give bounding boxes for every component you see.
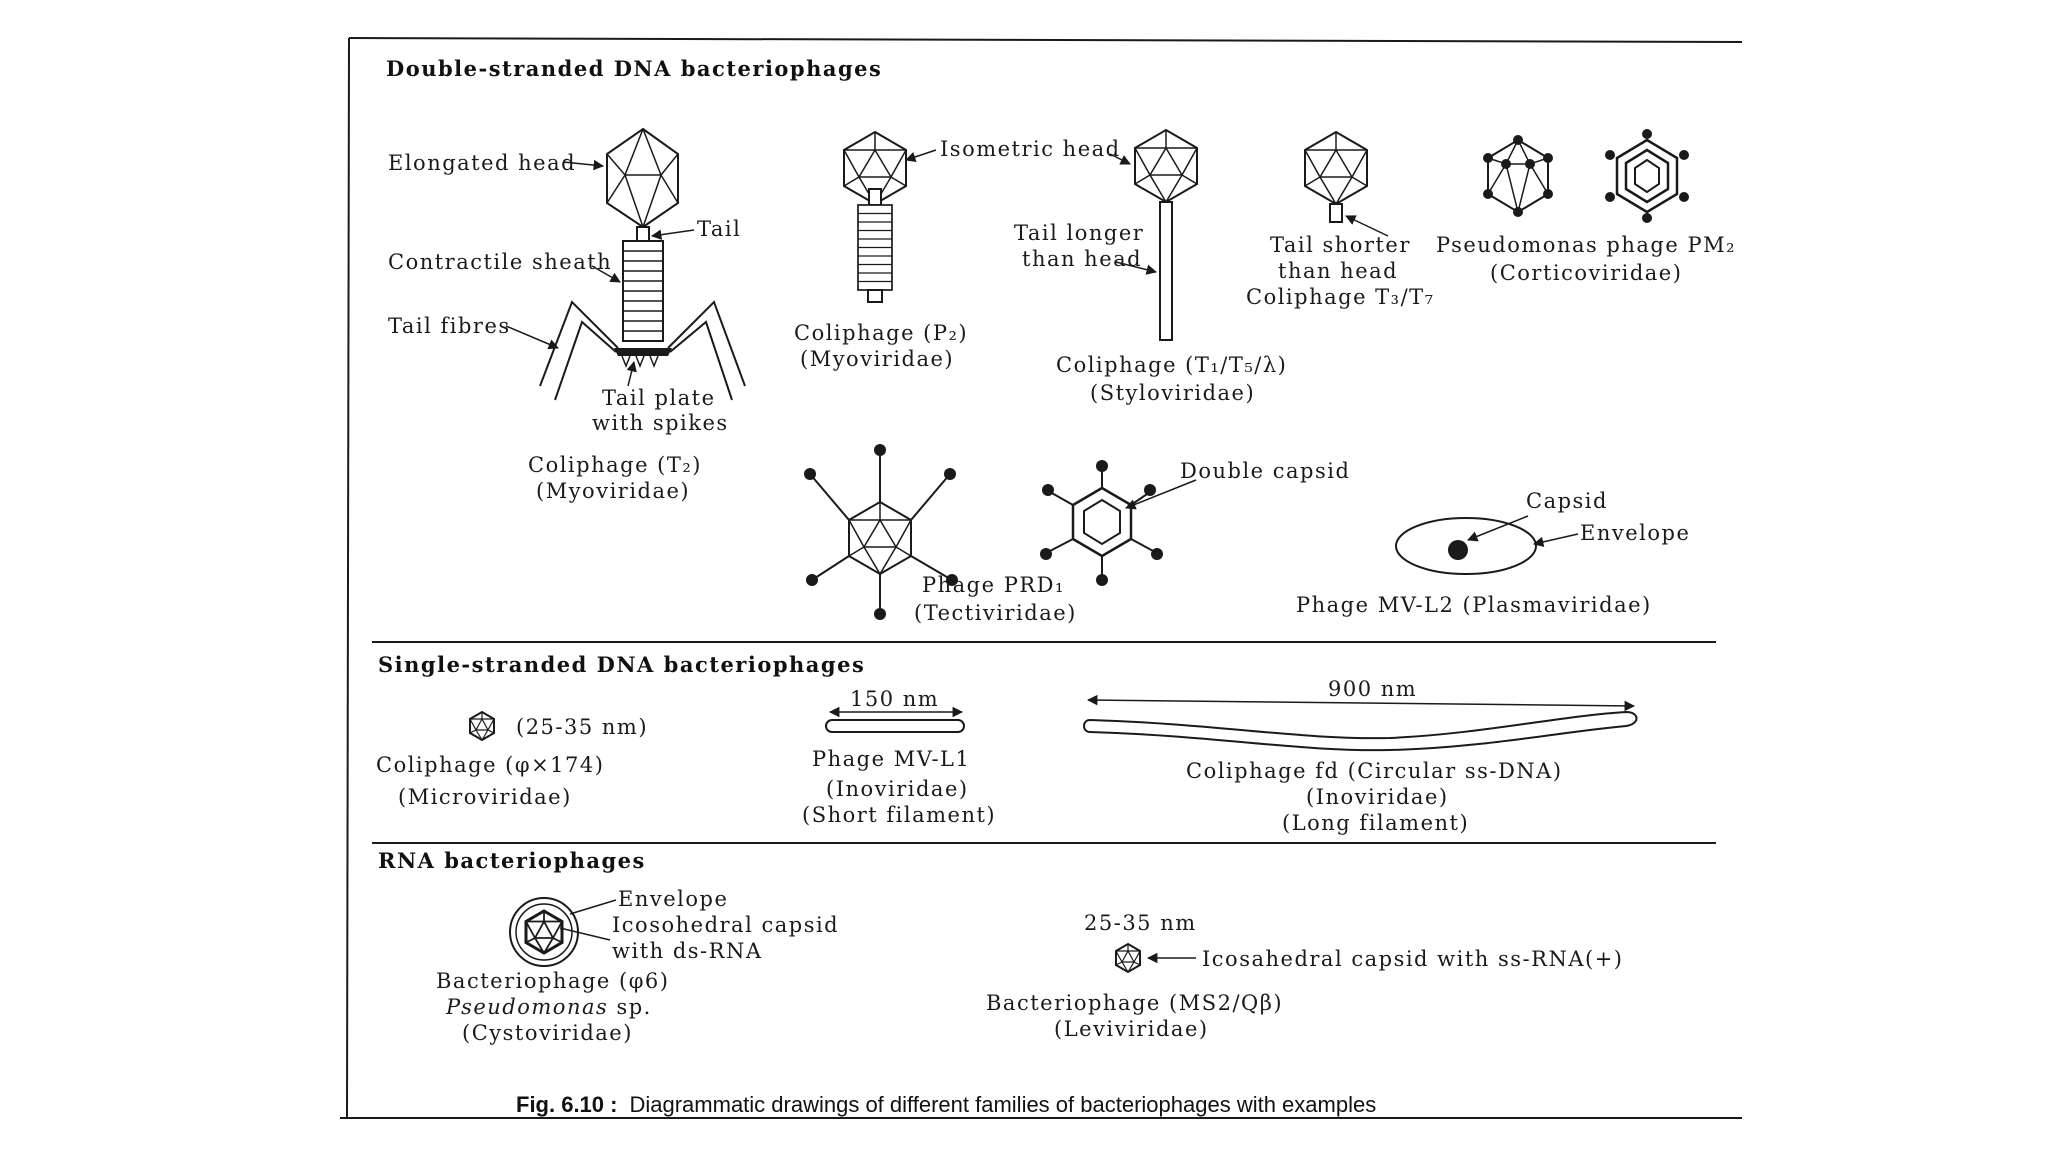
phi6-name: Bacteriophage (φ6) — [436, 969, 669, 993]
mvl2-name: Phage MV-L2 (Plasmaviridae) — [1296, 593, 1652, 617]
double-capsid-drawing — [1040, 460, 1163, 586]
label-phi6-envelope: Envelope — [618, 887, 728, 911]
fd-length: 900 nm — [1328, 677, 1417, 701]
t2-phage-drawing — [539, 127, 746, 401]
figure-frame — [340, 37, 1743, 1119]
phi6-species: Pseudomonas sp. — [445, 995, 652, 1019]
label-tail-shorter: Tail shorter — [1270, 233, 1411, 257]
pm2-name: Pseudomonas phage PM₂ — [1436, 233, 1736, 257]
section-header-ss-dna: Single-stranded DNA bacteriophages — [378, 652, 865, 677]
prd1-name: Phage PRD₁ — [922, 573, 1065, 597]
ms2-name: Bacteriophage (MS2/Qβ) — [986, 991, 1283, 1015]
pm2-family: (Corticoviridae) — [1490, 261, 1682, 285]
fd-type: (Long filament) — [1282, 811, 1469, 835]
t2-family: (Myoviridae) — [536, 479, 690, 503]
prd1-phage-drawing — [804, 444, 958, 620]
label-capsid: Capsid — [1526, 489, 1608, 513]
figure-caption: Fig. 6.10 : Diagrammatic drawings of diff… — [516, 1092, 1376, 1117]
t3-name: Coliphage T₃/T₇ — [1246, 285, 1435, 309]
label-tail: Tail — [697, 217, 741, 241]
t1-name: Coliphage (T₁/T₅/λ) — [1056, 353, 1287, 377]
label-tail-fibres: Tail fibres — [388, 314, 511, 338]
label-phi6-dsrna: with ds-RNA — [612, 939, 763, 963]
caption-fig-number: Fig. 6.10 : — [516, 1092, 617, 1117]
ms2-family: (Leviviridae) — [1054, 1017, 1209, 1041]
section-header-ds-dna: Double-stranded DNA bacteriophages — [386, 56, 882, 81]
label-isometric-head: Isometric head — [940, 137, 1121, 161]
caption-text: Diagrammatic drawings of different famil… — [629, 1092, 1376, 1117]
p2-name: Coliphage (P₂) — [794, 321, 968, 345]
t3-phage-drawing — [1304, 131, 1368, 223]
phix174-name: Coliphage (φ×174) — [376, 753, 604, 777]
label-double-capsid: Double capsid — [1180, 459, 1350, 483]
phi6-phage-drawing — [509, 897, 579, 967]
label-phi6-capsid: Icosohedral capsid — [612, 913, 839, 937]
prd1-family: (Tectiviridae) — [914, 601, 1077, 625]
label-envelope: Envelope — [1580, 521, 1690, 545]
phix174-family: (Microviridae) — [398, 785, 572, 809]
phix174-size: (25-35 nm) — [516, 715, 648, 739]
p2-phage-drawing — [843, 131, 907, 303]
ms2-size: 25-35 nm — [1084, 911, 1197, 935]
phi6-family: (Cystoviridae) — [462, 1021, 633, 1045]
t1-phage-drawing — [1134, 129, 1198, 341]
phi6-species-genus: Pseudomonas — [445, 995, 608, 1019]
mvl1-length: 150 nm — [850, 687, 939, 711]
mvl1-family: (Inoviridae) — [826, 777, 969, 801]
label-tail-plate: Tail plate — [602, 386, 716, 410]
mvl2-phage-drawing — [1395, 517, 1537, 575]
label-ms2-capsid: Icosahedral capsid with ss-RNA(+) — [1202, 947, 1624, 971]
mvl1-name: Phage MV-L1 — [812, 747, 970, 771]
t2-name: Coliphage (T₂) — [528, 453, 702, 477]
ms2-capsid-drawing — [1115, 943, 1141, 973]
t1-family: (Styloviridae) — [1090, 381, 1255, 405]
label-t3-than-head: than head — [1278, 259, 1398, 283]
fd-name: Coliphage fd (Circular ss-DNA) — [1186, 759, 1563, 783]
label-tail-longer: Tail longer — [1014, 221, 1144, 245]
label-than-head: than head — [1022, 247, 1142, 271]
pm2-phage-drawing — [1483, 129, 1689, 223]
phi6-species-sp: sp. — [608, 995, 652, 1019]
fd-filament-drawing — [1083, 694, 1638, 752]
label-tail-plate-spikes: with spikes — [592, 411, 729, 435]
section-header-rna: RNA bacteriophages — [378, 848, 646, 873]
fd-family: (Inoviridae) — [1306, 785, 1449, 809]
p2-family: (Myoviridae) — [800, 347, 954, 371]
label-contractile-sheath: Contractile sheath — [388, 250, 612, 274]
mvl1-filament-drawing — [825, 706, 965, 733]
label-elongated-head: Elongated head — [388, 151, 576, 175]
phix174-capsid-drawing — [469, 711, 495, 741]
mvl1-type: (Short filament) — [802, 803, 996, 827]
